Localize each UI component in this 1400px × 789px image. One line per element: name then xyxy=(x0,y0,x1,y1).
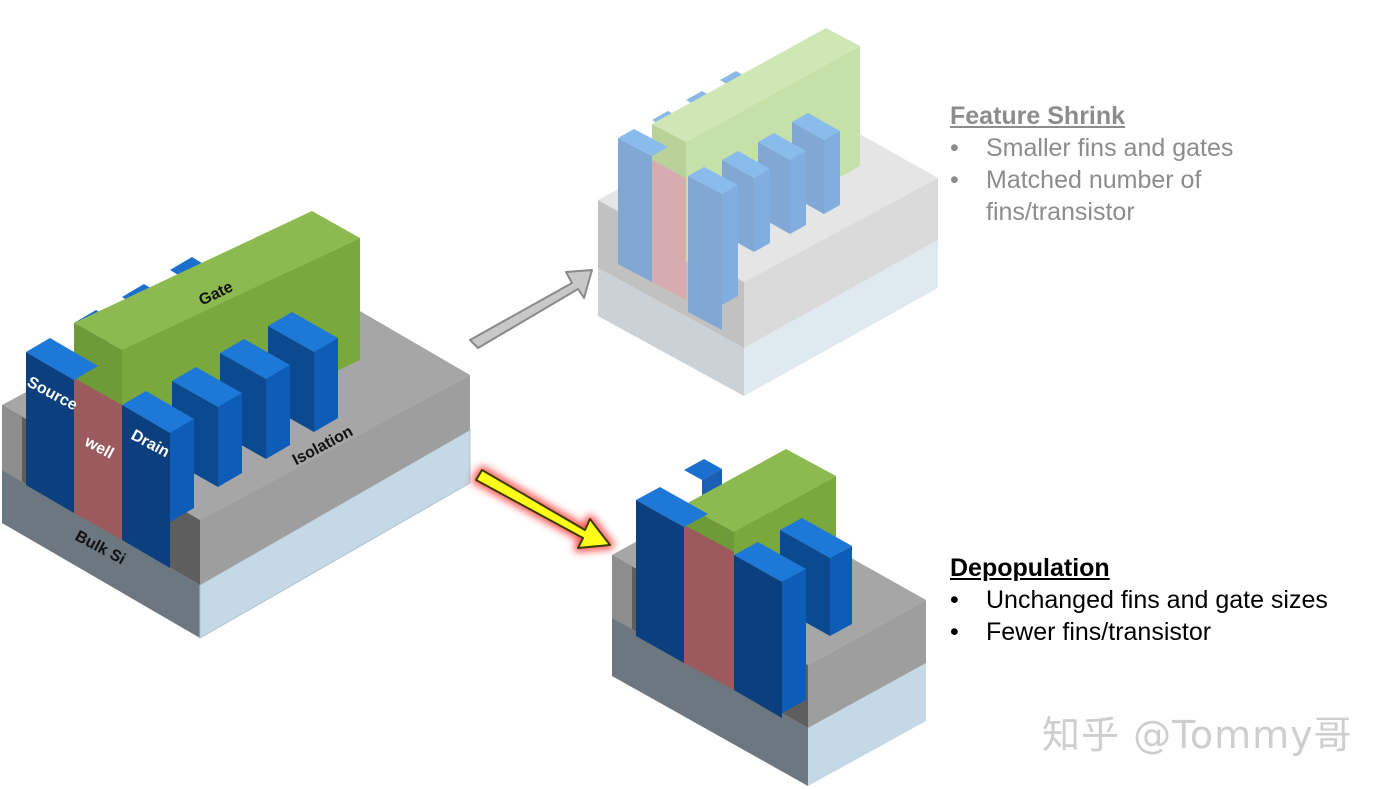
depopulation-bullet-list: • Unchanged fins and gate sizes • Fewer … xyxy=(950,584,1328,648)
depopulation-text: Depopulation • Unchanged fins and gate s… xyxy=(950,552,1328,648)
bullet-text: Smaller fins and gates xyxy=(986,134,1234,162)
depopulation-figure xyxy=(612,449,926,786)
main-finfet-figure: Gate Source xyxy=(2,211,471,639)
feature-shrink-bullet: • Smaller fins and gates xyxy=(950,132,1286,164)
bullet-icon: • xyxy=(950,134,959,162)
main-right-fins xyxy=(172,312,338,487)
bullet-icon: • xyxy=(950,618,959,646)
feature-shrink-heading: Feature Shrink xyxy=(950,102,1126,130)
gray-arrow xyxy=(469,269,593,349)
depopulation-bullet: • Fewer fins/transistor xyxy=(950,616,1328,648)
depopulation-heading: Depopulation xyxy=(950,554,1110,582)
watermark-text: 知乎 @Tommy哥 xyxy=(1042,713,1353,757)
bullet-text: Fewer fins/transistor xyxy=(986,618,1212,646)
feature-shrink-figure xyxy=(598,28,938,396)
main-source-fin: Source xyxy=(24,338,98,513)
feature-shrink-text: Feature Shrink • Smaller fins and gates … xyxy=(950,100,1286,228)
bullet-icon: • xyxy=(950,586,959,614)
yellow-highlight-arrow xyxy=(472,466,614,552)
bullet-text: Matched number of fins/transistor xyxy=(986,166,1202,226)
feature-shrink-bullet: • Matched number of fins/transistor xyxy=(950,164,1286,228)
depopulation-bullet: • Unchanged fins and gate sizes xyxy=(950,584,1328,616)
bullet-text: Unchanged fins and gate sizes xyxy=(986,586,1328,614)
main-drain-fin: Drain xyxy=(122,391,194,568)
main-well-region xyxy=(74,378,122,540)
feature-shrink-bullet-list: • Smaller fins and gates • Matched numbe… xyxy=(950,132,1286,228)
bullet-icon: • xyxy=(950,166,959,194)
